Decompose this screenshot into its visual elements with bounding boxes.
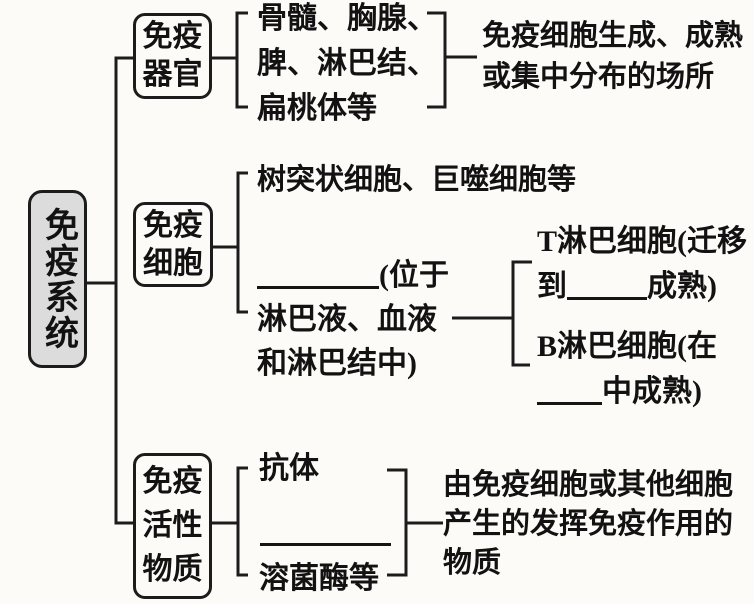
substance-blank-underline — [260, 543, 391, 546]
t-cell-line2-suffix: 成熟) — [647, 270, 717, 303]
substance-desc-line2: 产生的发挥免疫作用的 — [443, 508, 734, 540]
trunk-line — [87, 56, 133, 525]
organ-function-description: 免疫细胞生成、成熟 或集中分布的场所 — [482, 16, 743, 98]
root-node-immune-system: 免疫系统 — [28, 190, 87, 368]
branch-node-immune-organs: 免疫 器官 — [133, 13, 212, 99]
cell-blank-line: (位于 — [257, 252, 449, 298]
branch-node-immune-substances: 免疫 活性 物质 — [133, 453, 212, 599]
cell-examples-line: 树突状细胞、巨噬细胞等 — [257, 165, 576, 195]
organ-examples-line3: 扁桃体等 — [257, 92, 377, 125]
substance-lysozyme-label: 溶菌酶等 — [259, 564, 379, 594]
substance-function-description: 由免疫细胞或其他细胞 产生的发挥免疫作用的 物质 — [443, 466, 733, 583]
b-cell-line1: B淋巴细胞(在 — [537, 330, 717, 363]
branch-node-immune-cells: 免疫 细胞 — [133, 202, 213, 287]
substance-node-line3: 物质 — [142, 553, 203, 586]
substance-desc-line1: 由免疫细胞或其他细胞 — [443, 469, 734, 501]
substance-node-line2: 活性 — [142, 509, 203, 542]
cell-lymphocyte-entry: (位于 淋巴液、血液 和淋巴结中) — [257, 252, 449, 386]
t-lymphocyte-note: T淋巴细胞(迁移 到 成熟) — [537, 221, 747, 308]
t-cell-blank-underline — [567, 267, 647, 300]
substance-lysozyme-text: 溶菌酶等 — [259, 562, 379, 595]
organ-desc-line2: 或集中分布的场所 — [482, 61, 715, 93]
b-cell-line2-suffix: 中成熟) — [602, 375, 702, 408]
cell-location-open: (位于 — [379, 259, 449, 292]
organ-examples-list: 骨髓、胸腺、 脾、淋巴结、 扁桃体等 — [257, 0, 437, 131]
organ-node-line2: 器官 — [142, 58, 203, 91]
cell-left-bracket — [236, 171, 248, 314]
t-cell-line1: T淋巴细胞(迁移 — [537, 225, 747, 258]
root-node-label: 免疫系统 — [39, 207, 77, 351]
substance-node-line1: 免疫 — [142, 465, 203, 498]
organ-right-bracket — [427, 11, 477, 109]
tb-bracket — [511, 260, 532, 367]
t-cell-line2-prefix: 到 — [537, 270, 567, 303]
cell-location-line3: 和淋巴结中) — [257, 347, 417, 380]
organ-node-line1: 免疫 — [142, 20, 203, 53]
organ-examples-line2: 脾、淋巴结、 — [257, 47, 437, 80]
substance-desc-line3: 物质 — [443, 547, 502, 579]
b-cell-blank-underline — [537, 372, 602, 405]
substance-right-bracket — [387, 468, 443, 577]
substance-antibody-label: 抗体 — [259, 454, 319, 484]
organ-left-bracket — [235, 11, 248, 109]
cell-blank-underline — [257, 256, 379, 289]
organ-desc-line1: 免疫细胞生成、成熟 — [482, 20, 744, 52]
cell-location-line2: 淋巴液、血液 — [257, 303, 437, 336]
substance-left-bracket — [236, 466, 248, 577]
b-cell-line2: 中成熟) — [537, 368, 717, 413]
cell-node-line2: 细胞 — [143, 246, 203, 280]
cell-examples-text: 树突状细胞、巨噬细胞等 — [257, 164, 577, 196]
organ-examples-line1: 骨髓、胸腺、 — [257, 2, 437, 35]
substance-antibody-text: 抗体 — [259, 452, 319, 485]
cell-node-line1: 免疫 — [143, 208, 203, 242]
t-cell-line2: 到 成熟) — [537, 263, 747, 308]
b-lymphocyte-note: B淋巴细胞(在 中成熟) — [537, 326, 717, 413]
